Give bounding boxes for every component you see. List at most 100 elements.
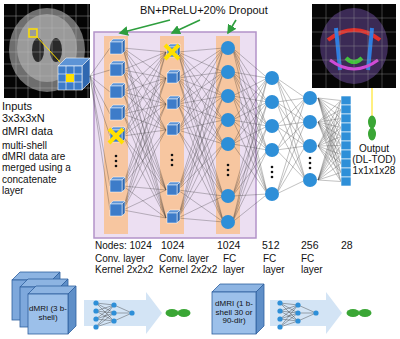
neuron xyxy=(265,71,279,85)
connection xyxy=(277,78,306,180)
connection xyxy=(318,164,341,181)
connection xyxy=(298,313,316,314)
neuron xyxy=(221,65,235,79)
connection xyxy=(233,102,268,196)
connection xyxy=(277,146,306,194)
neuron xyxy=(93,316,98,321)
connection xyxy=(318,101,341,147)
connection xyxy=(280,305,298,319)
connection xyxy=(233,78,268,144)
tod-glyph xyxy=(368,116,376,141)
connection xyxy=(280,321,298,327)
connection xyxy=(318,101,341,123)
connection xyxy=(233,96,268,150)
neuron xyxy=(221,89,235,103)
connection xyxy=(114,313,132,321)
cube-stack xyxy=(12,272,76,334)
dmri-cube-label: dMRI (1 b-shell 30 or 90-dir) xyxy=(213,300,255,326)
neuron xyxy=(111,318,116,323)
ellipsis-dot xyxy=(171,164,174,167)
unit-cube xyxy=(110,86,122,98)
label-text: Conv. layer Kernel 2x2x2 xyxy=(159,253,221,275)
connection xyxy=(318,98,341,101)
connection xyxy=(178,48,224,104)
connection xyxy=(178,104,224,222)
connection xyxy=(233,150,268,222)
neuron xyxy=(277,324,282,329)
unit-cube-side xyxy=(122,83,125,98)
neuron xyxy=(277,316,282,321)
connection xyxy=(123,130,166,186)
connection xyxy=(96,313,114,327)
layer-band xyxy=(216,36,240,234)
neuron xyxy=(277,300,282,305)
connection xyxy=(178,72,224,218)
green-arrow xyxy=(120,20,170,33)
ellipsis-dot xyxy=(271,176,274,179)
connection xyxy=(233,194,268,196)
label-text: 256 xyxy=(301,240,327,252)
connection xyxy=(96,321,114,327)
connection xyxy=(178,144,224,190)
connection xyxy=(178,52,224,222)
connection xyxy=(233,102,268,222)
unit-cube xyxy=(167,99,177,109)
neuron xyxy=(265,143,279,157)
unit-cube-side xyxy=(122,201,125,216)
neuron xyxy=(295,318,300,323)
connection xyxy=(280,303,298,321)
dropout-mark xyxy=(109,129,123,143)
connection xyxy=(280,313,298,327)
ellipsis-dot xyxy=(227,169,230,172)
neuron xyxy=(93,308,98,313)
connection xyxy=(178,120,224,218)
unit-cube xyxy=(110,180,122,192)
connection xyxy=(123,92,166,218)
connection xyxy=(277,98,306,194)
label-text: BN+PReLU+20% Dropout xyxy=(140,4,300,16)
unit-cube xyxy=(167,185,177,195)
connection xyxy=(233,72,268,102)
connection xyxy=(90,76,110,186)
connection xyxy=(233,144,268,194)
unit-cube-side xyxy=(122,61,125,76)
connection xyxy=(178,120,224,130)
tod-glyph xyxy=(347,309,372,317)
label-text: Output (DL-TOD) 1x1x1x28 xyxy=(350,143,398,177)
connection xyxy=(318,122,341,182)
connection xyxy=(298,313,316,321)
connection xyxy=(318,146,341,164)
tod-glyph xyxy=(166,309,191,317)
connection xyxy=(318,110,341,181)
ellipsis-dot xyxy=(227,174,230,177)
label-text: Conv. layer Kernel 2x2x2 xyxy=(95,253,157,275)
ellipsis-dot xyxy=(171,154,174,157)
neuron xyxy=(221,215,235,229)
label-text: 1024 xyxy=(217,240,247,252)
neuron xyxy=(221,189,235,203)
connection xyxy=(233,120,268,150)
connection xyxy=(298,305,316,313)
flow-arrow xyxy=(270,292,342,334)
connection xyxy=(178,190,224,222)
leader-line xyxy=(372,88,373,116)
ellipsis-dot xyxy=(271,166,274,169)
connection xyxy=(318,146,341,155)
output-unit xyxy=(341,168,351,177)
connection xyxy=(318,119,341,147)
unit-cube xyxy=(110,108,122,120)
connection xyxy=(123,52,166,210)
connection xyxy=(178,48,224,218)
mri-image xyxy=(4,4,90,98)
connection xyxy=(233,78,268,96)
unit-cube xyxy=(167,73,177,83)
connection xyxy=(96,305,114,327)
connection xyxy=(233,102,268,144)
connection xyxy=(178,130,224,196)
neuron xyxy=(303,173,317,187)
connection xyxy=(178,96,224,218)
connection xyxy=(114,313,132,314)
single-cube xyxy=(212,284,264,334)
output-unit xyxy=(341,159,351,168)
ellipsis-dot xyxy=(309,157,312,160)
